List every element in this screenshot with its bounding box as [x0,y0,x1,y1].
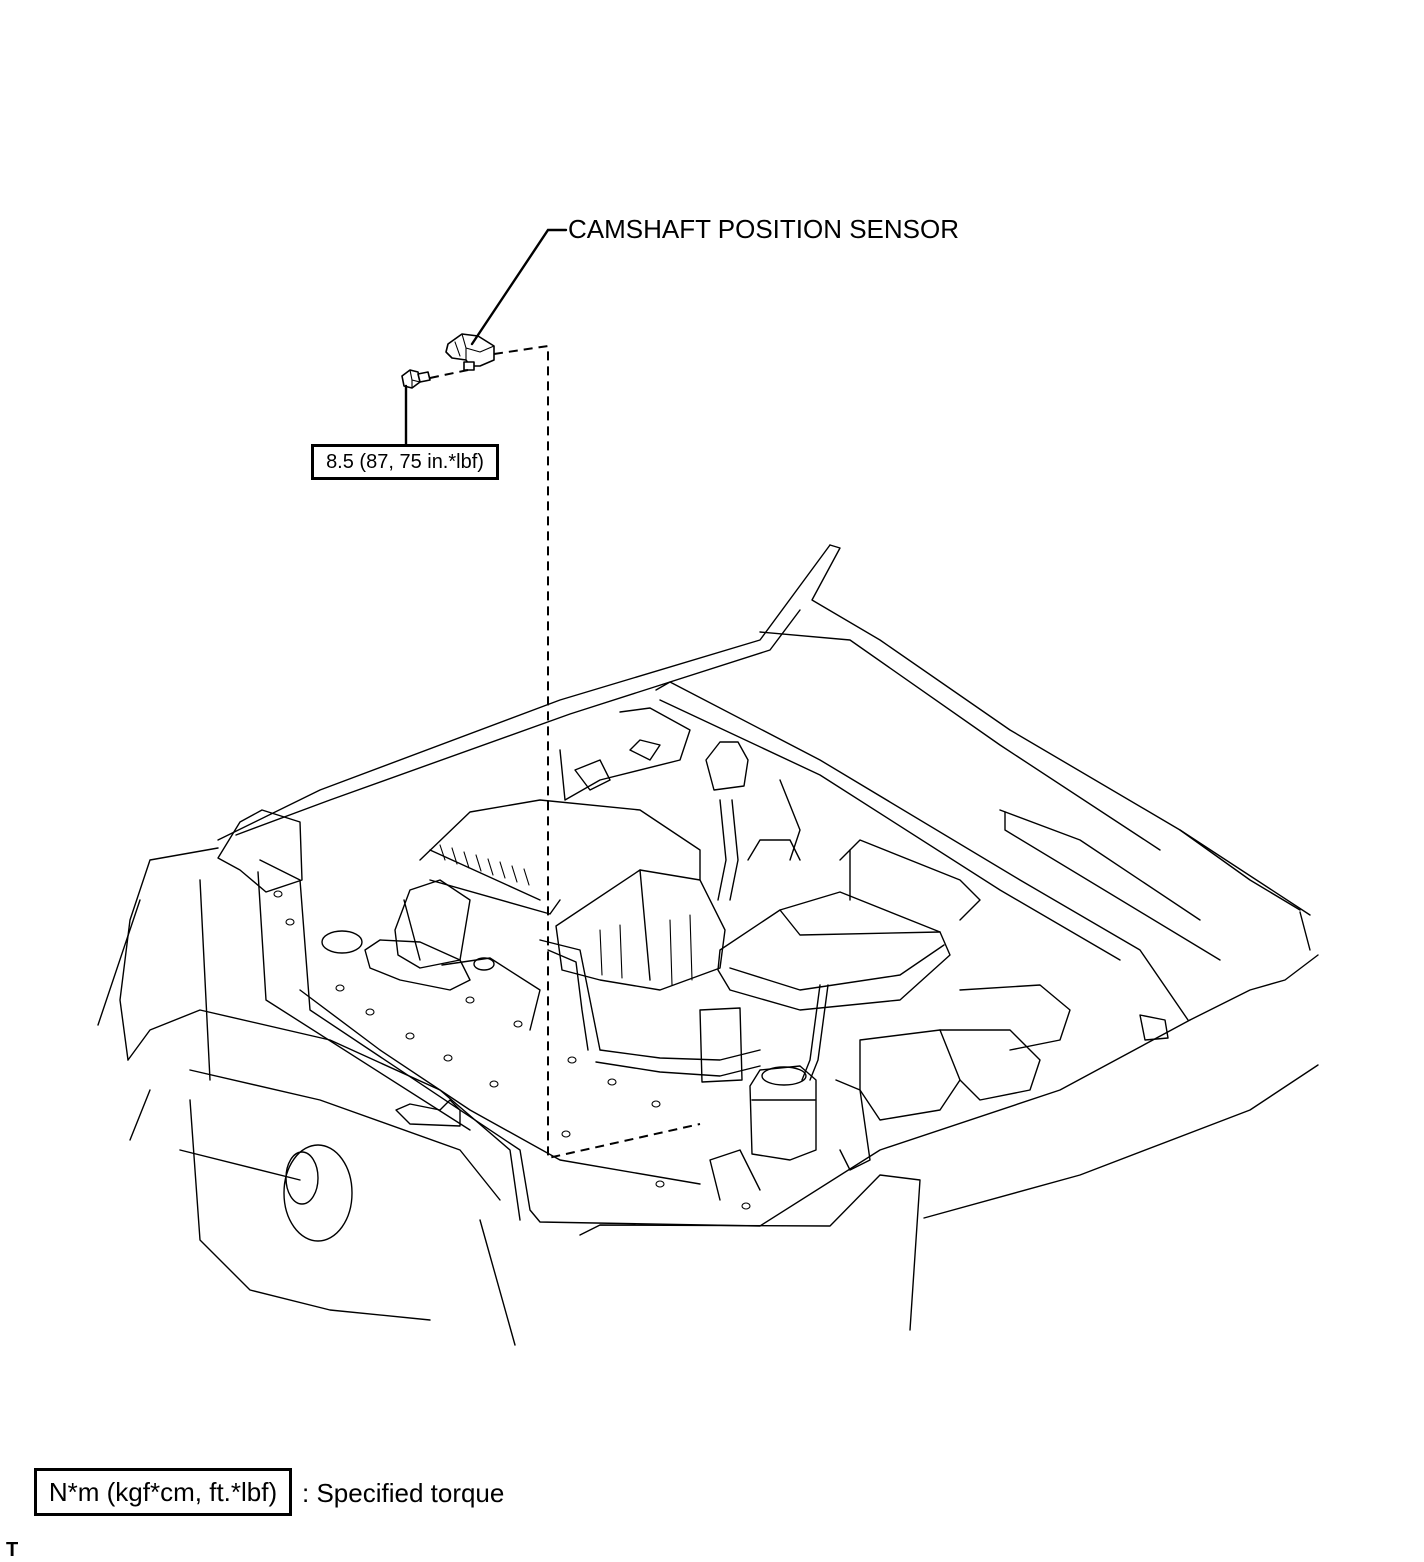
sensor-leader-line [470,228,568,346]
torque-legend-units: N*m (kgf*cm, ft.*lbf) [48,1476,278,1507]
engine-components [273,681,1221,1210]
corner-mark: T [6,1539,19,1561]
torque-legend-box: N*m (kgf*cm, ft.*lbf) [34,1468,292,1516]
sensor-bolt [401,369,431,389]
camshaft-position-sensor-label: CAMSHAFT POSITION SENSOR [568,214,960,244]
installation-dash-line [429,344,701,1160]
vehicle-body [97,544,1319,1346]
bolt-torque-spec-box: 8.5 (87, 75 in.*lbf) [311,444,499,480]
torque-legend-description: : Specified torque [302,1478,505,1508]
camshaft-position-sensor-part [445,333,495,371]
bolt-torque-spec-text: 8.5 (87, 75 in.*lbf) [326,450,484,473]
